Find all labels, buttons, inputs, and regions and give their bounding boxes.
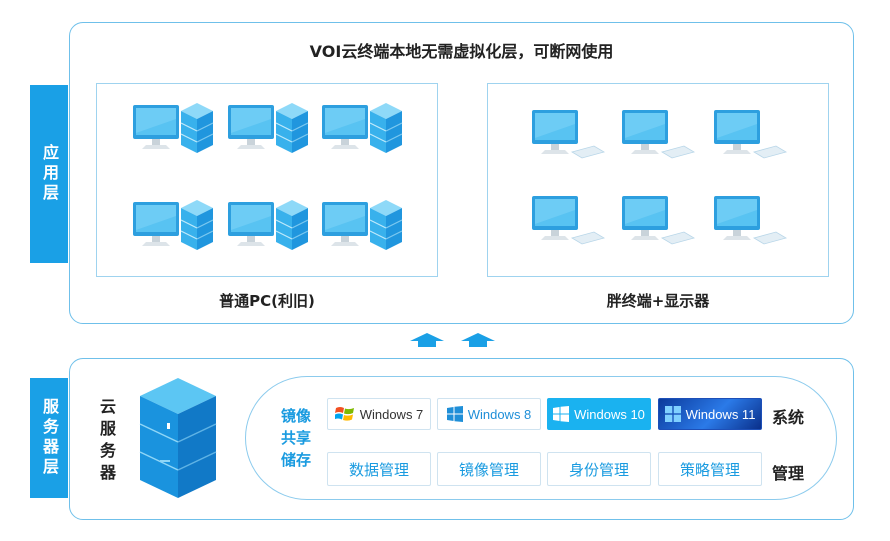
os-name: Windows 7 [359, 406, 424, 422]
monitor-with-keyboard-icon [622, 110, 696, 159]
pc-with-tower-icon [322, 103, 403, 153]
up-arrow-icon [410, 333, 444, 347]
monitor-with-keyboard-icon [532, 196, 606, 245]
monitor-with-keyboard-icon [532, 110, 606, 159]
os-tile-windows10: Windows 10 [547, 398, 651, 430]
server-tower-icon [139, 378, 217, 498]
thin-client-group-caption: 胖终端+显示器 [606, 292, 710, 310]
mgmt-tile-identity: 身份管理 [547, 452, 651, 486]
os-name: Windows 8 [467, 406, 532, 422]
monitor-with-keyboard-icon [622, 196, 696, 245]
system-row-label: 系统 [772, 408, 805, 427]
windows-logo-icon [334, 407, 354, 421]
os-tile-windows8: Windows 8 [437, 398, 541, 430]
pc-with-tower-icon [228, 200, 309, 250]
pc-with-tower-icon [322, 200, 403, 250]
windows-logo-icon [664, 406, 681, 422]
management-row-label: 管理 [772, 464, 805, 483]
pc-group-caption: 普通PC(利旧) [219, 292, 315, 310]
windows-logo-icon [553, 406, 570, 422]
os-tile-windows11: Windows 11 [658, 398, 762, 430]
monitor-with-keyboard-icon [714, 196, 788, 245]
mirror-storage-label: 镜像共享储存 [280, 407, 311, 469]
cloud-server-label: 云服务器 [99, 397, 116, 482]
server-layer-label: 服务器层 [30, 378, 68, 498]
pc-with-tower-icon [133, 200, 214, 250]
os-name: Windows 10 [574, 406, 645, 422]
app-layer-title: VOI云终端本地无需虚拟化层，可断网使用 [309, 42, 614, 61]
mgmt-tile-data: 数据管理 [327, 452, 431, 486]
mgmt-tile-policy: 策略管理 [658, 452, 762, 486]
monitor-with-keyboard-icon [714, 110, 788, 159]
pc-with-tower-icon [133, 103, 214, 153]
app-layer-label: 应用层 [30, 85, 68, 263]
windows-logo-icon [446, 406, 463, 422]
os-tile-windows7: Windows 7 [327, 398, 431, 430]
up-arrow-icon [461, 333, 495, 347]
os-name: Windows 11 [685, 406, 756, 422]
mgmt-tile-mirror: 镜像管理 [437, 452, 541, 486]
pc-with-tower-icon [228, 103, 309, 153]
